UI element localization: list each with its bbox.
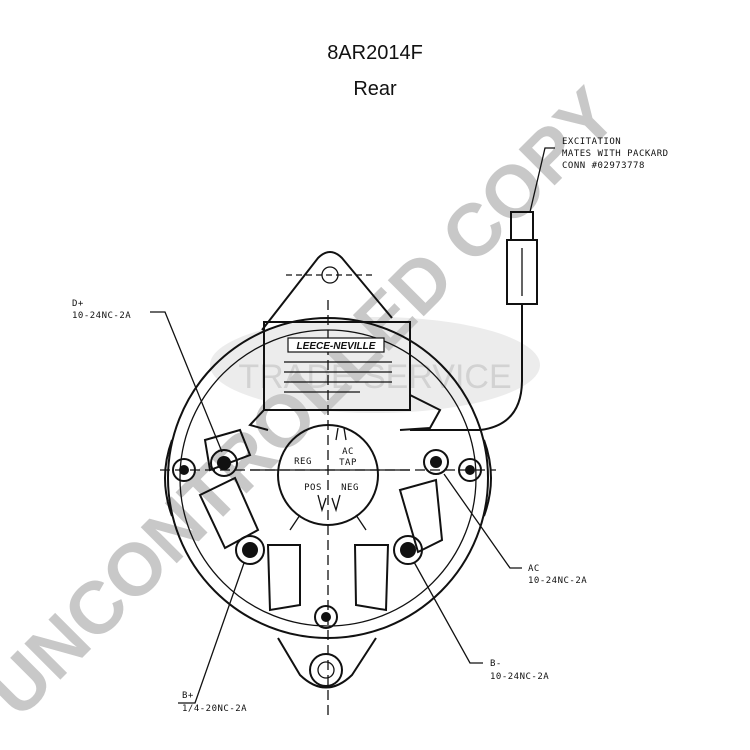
callout-leaders: [150, 147, 555, 704]
callout-b-minus: B- 10-24NC-2A: [490, 659, 549, 682]
terminal-d-plus: [210, 449, 238, 477]
hub-neg-label: NEG: [341, 483, 359, 493]
bottom-mount-ear: [277, 637, 377, 689]
terminal-b-plus: [235, 535, 265, 565]
voltage-regulator: LEECE-NEVILLE: [248, 321, 442, 431]
hub-pos-label: POS: [304, 483, 322, 493]
cooling-vents: [198, 428, 444, 612]
hub-circle: [277, 424, 379, 526]
view-subtitle: Rear: [353, 78, 397, 100]
callout-ac: AC 10-24NC-2A: [528, 564, 587, 586]
hub-ac-label: AC: [342, 447, 354, 457]
callout-d-plus: D+ 10-24NC-2A: [72, 299, 131, 321]
watermark: TRADE SERVICE UNCONTROLLED COPY: [0, 72, 632, 732]
alternator-housing: [160, 300, 496, 720]
excitation-connector: [410, 211, 538, 431]
excitation-wire: [410, 304, 523, 431]
excitation-line-3: CONN #02973778: [562, 161, 645, 171]
watermark-inner-text: TRADE SERVICE: [238, 358, 511, 396]
top-mount-ear: [261, 251, 393, 331]
callout-excitation: EXCITATION MATES WITH PACKARD CONN #0297…: [562, 137, 669, 171]
watermark-main-text: UNCONTROLLED COPY: [0, 72, 632, 732]
b-plus-label: B+: [182, 691, 194, 701]
ac-thread: 10-24NC-2A: [528, 576, 587, 586]
mount-bolt-left: [172, 458, 196, 482]
terminals: [172, 449, 482, 629]
rectifier-hub: REG AC TAP POS NEG: [250, 424, 410, 531]
regulator-brand-label: LEECE-NEVILLE: [297, 341, 376, 352]
ac-label: AC: [528, 564, 540, 574]
d-plus-label: D+: [72, 299, 84, 309]
mount-bolt-right: [458, 458, 482, 482]
hub-tap-label: TAP: [339, 458, 357, 468]
regulator-body: [263, 321, 411, 411]
callout-b-plus: B+ 1/4-20NC-2A: [182, 691, 247, 714]
b-minus-thread: 10-24NC-2A: [490, 672, 549, 682]
d-plus-thread: 10-24NC-2A: [72, 311, 131, 321]
hub-reg-label: REG: [294, 457, 312, 467]
terminal-b-minus: [393, 535, 423, 565]
b-plus-thread: 1/4-20NC-2A: [182, 704, 247, 714]
part-number-title: 8AR2014F: [327, 42, 423, 64]
b-minus-label: B-: [490, 659, 502, 669]
excitation-line-2: MATES WITH PACKARD: [562, 149, 669, 159]
excitation-line-1: EXCITATION: [562, 137, 621, 147]
terminal-ac: [423, 449, 449, 475]
mount-bolt-bottom: [314, 605, 338, 629]
